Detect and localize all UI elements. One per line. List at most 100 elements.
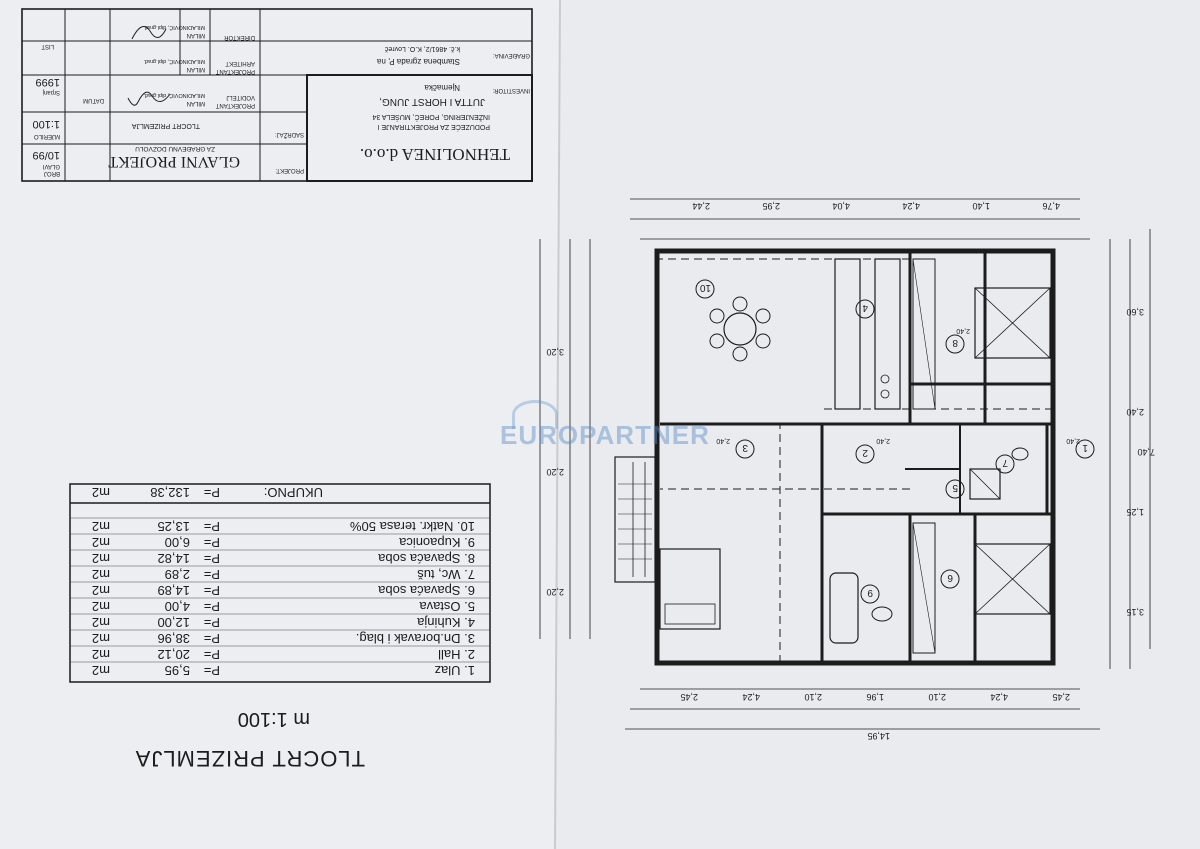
role-label2: ARHITEKT <box>225 60 255 66</box>
dim-bottom-part: 2,45 <box>680 692 698 702</box>
role-person2: MILADINOVIĆ, dipl.građ. <box>143 58 205 65</box>
dim-top-part: 4,76 <box>1042 201 1060 211</box>
building-label: GRAĐEVINA: <box>493 52 530 58</box>
area-row-value: 20,12 <box>157 647 190 662</box>
dim-side-part: 1,25 <box>1126 507 1144 517</box>
area-row-name: 10. Natkr. terasa 50% <box>350 519 475 534</box>
building-value2: k.č. 4861/2, K.O. Lovreč <box>384 45 460 52</box>
content-label: SADRŽAJ: <box>275 131 304 139</box>
watermark: EUROPARTNER <box>500 420 710 450</box>
area-row-value: 5,95 <box>165 663 190 678</box>
room-number: 6 <box>947 572 953 583</box>
room-number: 7 <box>1002 457 1008 468</box>
area-row-unit: m2 <box>92 551 110 566</box>
area-total-unit: m2 <box>92 485 110 500</box>
project-sub: ZA GRAĐEVNU DOZVOLU <box>135 145 215 152</box>
role-label: PROJEKTANT <box>215 102 255 108</box>
dim-bottom-part: 2,10 <box>928 692 946 702</box>
scale-value: 1:100 <box>32 118 60 130</box>
area-row-unit: m2 <box>92 567 110 582</box>
area-row-unit: m2 <box>92 519 110 534</box>
project-label: PROJEKT: <box>275 167 304 173</box>
dim-bottom-part: 1,96 <box>866 692 884 702</box>
room-marker <box>995 454 1015 474</box>
room-marker <box>860 584 880 604</box>
bed <box>974 287 1051 359</box>
role-label: PROJEKTANT <box>215 68 255 74</box>
signature <box>127 91 171 106</box>
area-row-value: 12,00 <box>157 615 190 630</box>
project-value: GLAVNI PROJEKT <box>108 153 240 170</box>
area-row-p: P= <box>204 599 220 614</box>
area-row-value: 6,00 <box>165 535 190 550</box>
room-number: 3 <box>742 442 748 453</box>
dim-bottom-part: 2,45 <box>1052 692 1070 702</box>
dim-height: 2,40 <box>876 437 890 444</box>
investor-label: INVESTITOR: <box>492 87 530 93</box>
role-label2: VODITELJ <box>226 94 255 100</box>
role-label: DIREKTOR <box>223 34 255 40</box>
bathtub <box>829 572 859 644</box>
area-row-p: P= <box>204 551 220 566</box>
dim-bottom-part: 2,10 <box>804 692 822 702</box>
area-row-name: 6. Spavaća soba <box>377 583 475 598</box>
exterior-stairs <box>614 456 656 583</box>
investor-value2: Njemačka <box>424 83 460 92</box>
investor-value: JUTTA I HORST JUNG, <box>379 96 485 107</box>
dim-side-part: 3,60 <box>1126 307 1144 317</box>
content-value: TLOCRT PRIZEMLJA <box>131 122 200 129</box>
area-row-name: 2. Hall <box>438 647 475 662</box>
role-person2: MILADINOVIĆ, dipl.građ. <box>143 24 205 31</box>
dim-bottom-part: 4,24 <box>990 692 1008 702</box>
area-row-value: 4,00 <box>165 599 190 614</box>
area-total-p: P= <box>204 485 220 500</box>
area-row-value: 2,89 <box>165 567 190 582</box>
dim-side-part: 2,20 <box>546 467 564 477</box>
dim-top-part: 2,95 <box>762 201 780 211</box>
date-value: 1999 <box>36 76 60 88</box>
area-row-p: P= <box>204 535 220 550</box>
area-row-name: 7. Wc, tuš <box>417 567 475 582</box>
area-row-name: 5. Ostava <box>419 599 475 614</box>
room-marker <box>695 279 715 299</box>
room-number: 4 <box>862 302 868 313</box>
role-person: MILAN <box>187 100 205 106</box>
dim-top-part: 4,04 <box>832 201 850 211</box>
dim-bottom-part: 4,24 <box>742 692 760 702</box>
room-number: 9 <box>867 587 873 598</box>
company-name: TEHNOLINEA d.o.o. <box>360 145 510 164</box>
area-total-label: UKUPNO: <box>264 485 323 500</box>
room-number: 10 <box>699 282 711 293</box>
room-marker <box>945 334 965 354</box>
room-marker <box>855 444 875 464</box>
area-row-p: P= <box>204 663 220 678</box>
dim-top-total: 14,95 <box>867 731 890 741</box>
area-row-unit: m2 <box>92 535 110 550</box>
signature <box>131 26 167 40</box>
area-row-p: P= <box>204 631 220 646</box>
drawing-title: TLOCRT PRIZEMLJA <box>135 746 365 771</box>
dim-side-part: 2,20 <box>546 587 564 597</box>
room-number: 2 <box>862 447 868 458</box>
area-row-name: 3. Dn.boravak i blag. <box>356 631 475 646</box>
area-row-name: 9. Kupaonica <box>398 535 475 550</box>
role-person: MILAN <box>187 66 205 72</box>
area-row-p: P= <box>204 647 220 662</box>
area-row-unit: m2 <box>92 615 110 630</box>
area-row-unit: m2 <box>92 599 110 614</box>
dim-side-part: 3,20 <box>546 347 564 357</box>
dim-side-part: 3,15 <box>1126 607 1144 617</box>
area-row-name: 1. Ulaz <box>435 663 475 678</box>
room-number: 5 <box>952 482 958 493</box>
room-marker <box>735 439 755 459</box>
area-row-value: 14,89 <box>157 583 190 598</box>
dim-height: 2,40 <box>1066 437 1080 444</box>
area-row-name: 8. Spavaća soba <box>377 551 475 566</box>
role-person2: MILADINOVIĆ, dipl.građ. <box>143 92 205 99</box>
bed <box>974 543 1051 615</box>
area-row-unit: m2 <box>92 631 110 646</box>
dim-top-part: 4,24 <box>902 201 920 211</box>
area-row-value: 14,82 <box>157 551 190 566</box>
sofa <box>659 548 721 630</box>
